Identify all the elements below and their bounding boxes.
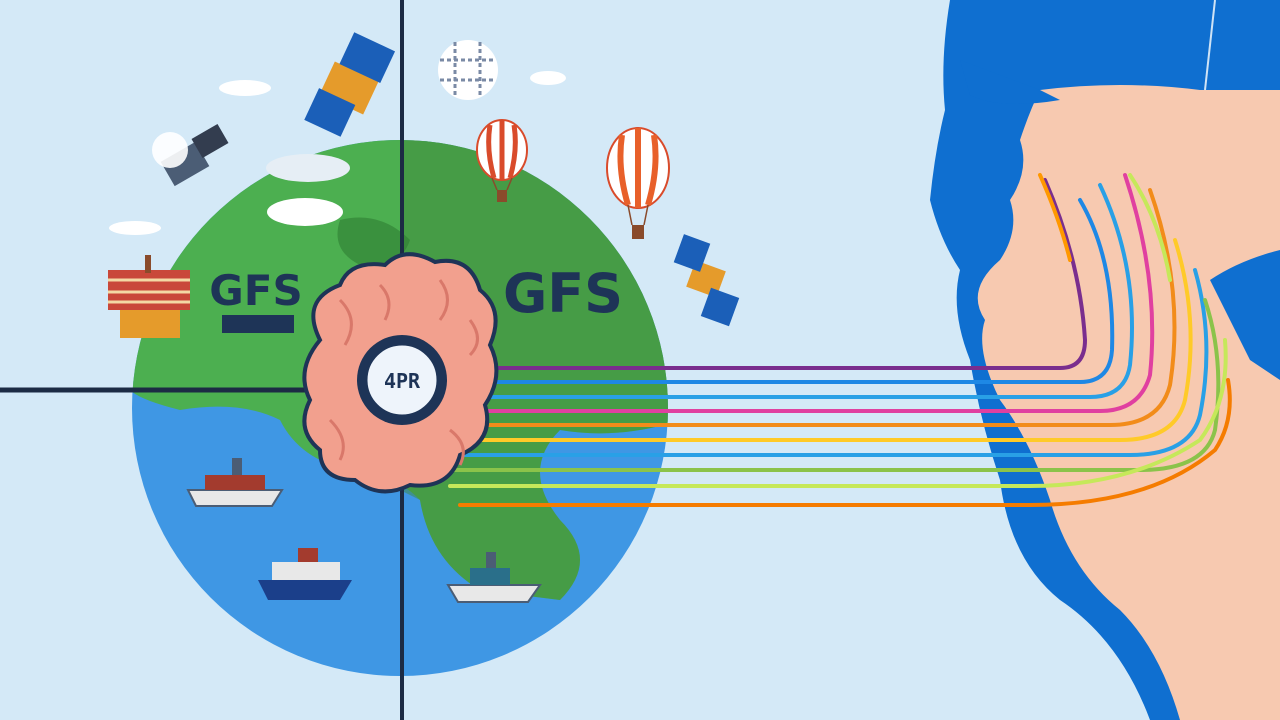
badge-icon: 4PR (357, 335, 447, 425)
gfs-label-right: GFS (503, 262, 623, 325)
cloud-icon (109, 71, 566, 235)
satellite-icon (304, 32, 396, 137)
stream-line (438, 268, 1209, 457)
gfs-label-left: GFS (209, 266, 302, 315)
stream-line (1038, 173, 1072, 262)
stream-line (448, 173, 1155, 413)
map-border-line (1204, 0, 1216, 91)
data-streams (438, 173, 1232, 507)
weather-station-icon (108, 255, 190, 338)
gfs-left-plate (222, 315, 294, 333)
satellite-icon (152, 123, 229, 187)
stream-line (438, 298, 1221, 472)
stream-line (458, 378, 1232, 507)
ship-icon (258, 548, 352, 600)
hot-air-balloon-icon (476, 119, 528, 202)
stream-line (448, 198, 1115, 384)
globe-grid-icon (438, 40, 498, 100)
stream-line (1128, 173, 1172, 282)
stream-line (448, 178, 1088, 370)
badge-label: 4PR (384, 369, 421, 393)
map-land-top (960, 60, 1060, 104)
ship-icon (186, 458, 284, 507)
satellite-icon (673, 234, 740, 327)
stream-line (448, 183, 1134, 399)
stream-line (438, 188, 1177, 427)
stream-line (438, 238, 1193, 442)
hot-air-balloon-icon (606, 127, 670, 239)
ship-icon (446, 552, 542, 603)
stream-line (448, 338, 1228, 488)
globe-land-patch (337, 217, 410, 266)
